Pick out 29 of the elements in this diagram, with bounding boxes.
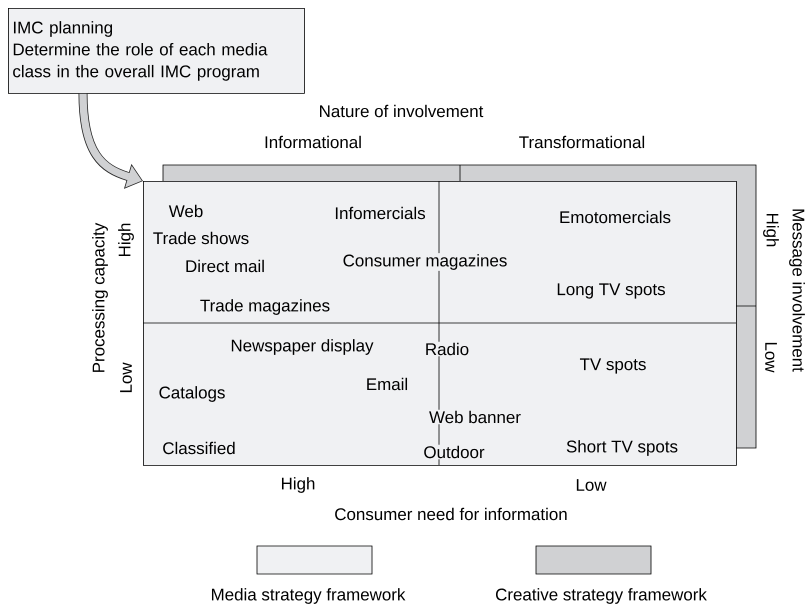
media-label: Direct mail (184, 258, 266, 274)
media-label: Trade magazines (198, 298, 332, 316)
media-label: Emotomercials (558, 210, 672, 224)
media-label: Web (168, 204, 204, 218)
column-heading: Informational (266, 136, 361, 148)
legend-label: Creative strategy framework (496, 588, 707, 604)
arrow (78, 94, 143, 189)
axis-title: Nature of involvement (320, 104, 484, 118)
media-label: Classified (161, 440, 237, 456)
row-heading: High (763, 214, 779, 246)
media-label: Outdoor (422, 444, 486, 460)
column-heading: Transformational (519, 136, 644, 148)
row-heading: Low (765, 342, 777, 373)
media-label: Catalogs (158, 385, 226, 403)
axis-title: Consumer need for information (335, 508, 567, 520)
media-label: TV spots (578, 357, 648, 375)
media-label: Infomercials (333, 206, 427, 220)
media-label: Newspaper display (229, 338, 375, 356)
text-box: IMC planning Determine the role of each media class in the overall IMC program (8, 8, 305, 94)
media-label: Consumer magazines (342, 253, 508, 271)
media-label: Radio (424, 342, 470, 356)
legend-label: Media strategy framework (212, 588, 406, 604)
media-label: Web banner (428, 410, 522, 424)
media-label: Long TV spots (555, 282, 667, 300)
media-label: Trade shows (152, 230, 250, 246)
media-label: Email (364, 376, 410, 392)
axis-title: Processing capacity (92, 222, 108, 372)
axis-title: Message involvement (789, 209, 805, 372)
media-label: Short TV spots (565, 439, 679, 457)
